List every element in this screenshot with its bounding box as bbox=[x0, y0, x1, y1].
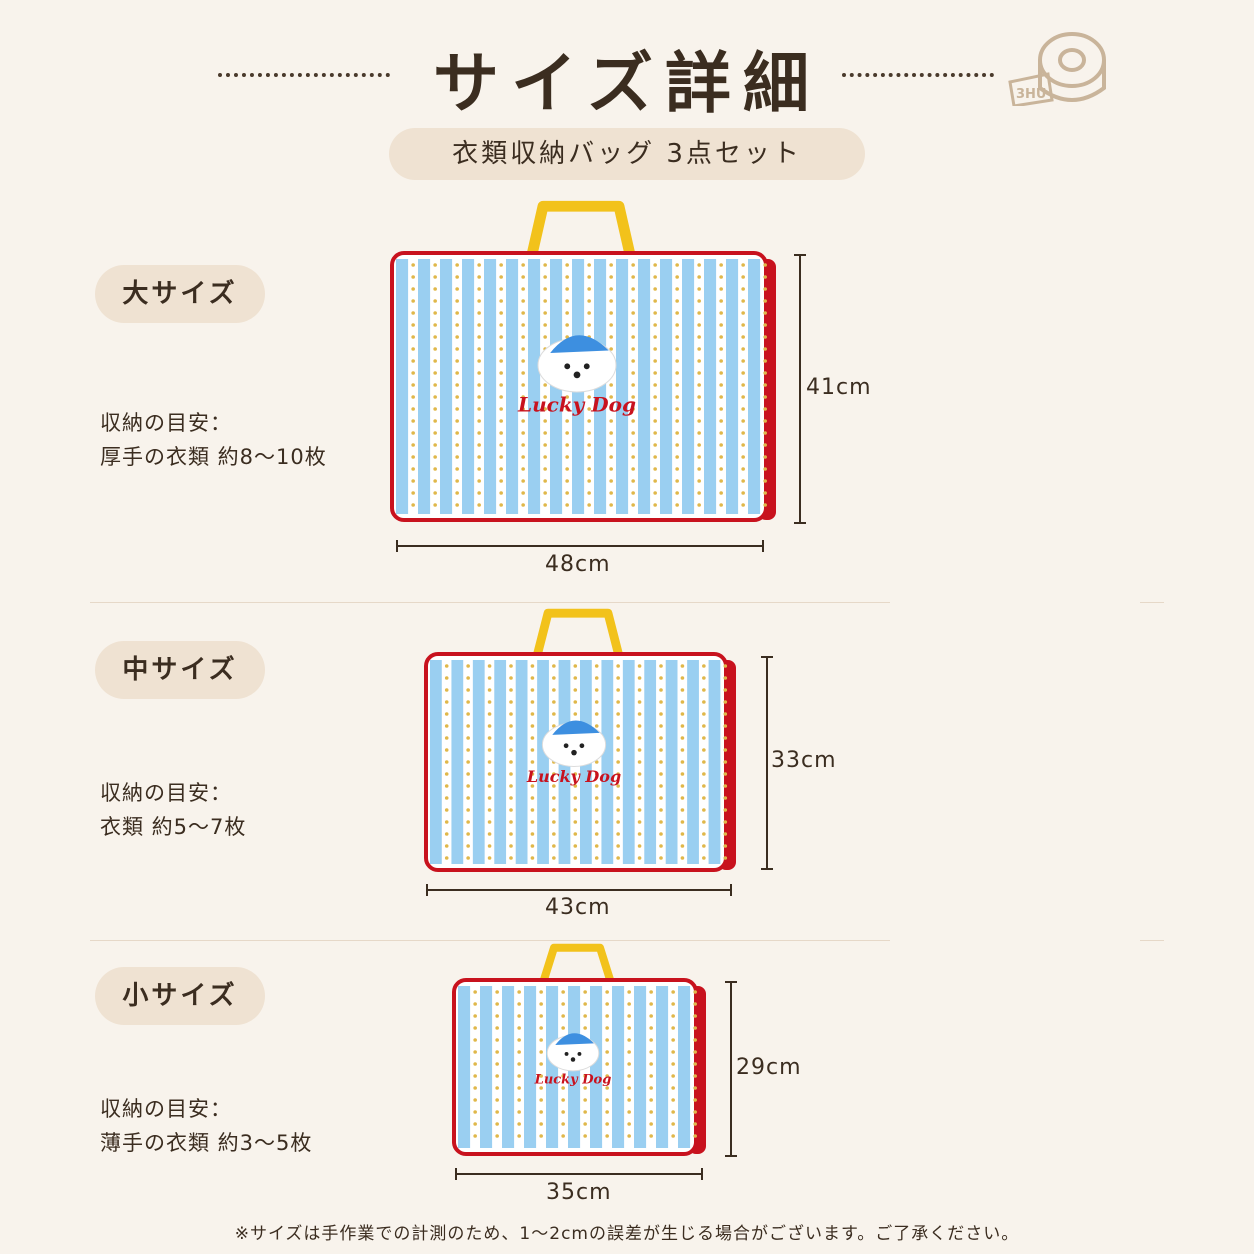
storage-guide-medium: 収納の目安： 衣類 約5〜7枚 bbox=[100, 776, 246, 844]
guide-title: 収納の目安： bbox=[100, 411, 232, 435]
height-dimension-line-small bbox=[723, 980, 739, 1158]
bag-logo-text: Lucky Dog bbox=[534, 1073, 612, 1088]
width-label-large: 48cm bbox=[545, 552, 611, 577]
height-label-small: 29cm bbox=[736, 1055, 802, 1080]
subtitle-pill: 衣類収納バッグ 3点セット bbox=[389, 128, 865, 180]
title-dotted-line-left bbox=[218, 73, 390, 77]
size-label-large: 大サイズ bbox=[95, 265, 265, 323]
footnote: ※サイズは手作業での計測のため、1〜2cmの誤差が生じる場合がございます。ご了承… bbox=[234, 1224, 1020, 1244]
section-divider bbox=[90, 602, 890, 603]
section-divider-stub bbox=[1140, 940, 1164, 941]
guide-text: 薄手の衣類 約3〜5枚 bbox=[100, 1131, 313, 1155]
width-label-small: 35cm bbox=[546, 1180, 612, 1205]
title-dotted-line-right bbox=[842, 73, 994, 77]
width-label-medium: 43cm bbox=[545, 895, 611, 920]
storage-guide-large: 収納の目安： 厚手の衣類 約8〜10枚 bbox=[100, 406, 327, 474]
storage-guide-small: 収納の目安： 薄手の衣類 約3〜5枚 bbox=[100, 1092, 312, 1160]
width-dimension-line-medium bbox=[425, 882, 733, 898]
size-label-small: 小サイズ bbox=[95, 967, 265, 1025]
height-label-large: 41cm bbox=[806, 375, 872, 400]
size-label-medium: 中サイズ bbox=[95, 641, 265, 699]
height-label-medium: 33cm bbox=[771, 748, 837, 773]
width-dimension-line-small bbox=[454, 1166, 704, 1182]
guide-text: 衣類 約5〜7枚 bbox=[100, 815, 247, 839]
width-dimension-line-large bbox=[395, 538, 765, 554]
tape-measure-icon: 3HU bbox=[1008, 30, 1108, 106]
guide-text: 厚手の衣類 約8〜10枚 bbox=[100, 445, 327, 469]
section-divider-stub bbox=[1140, 602, 1164, 603]
height-dimension-line-medium bbox=[759, 655, 775, 871]
bag-image-medium: Lucky Dog bbox=[424, 606, 740, 874]
bag-logo-text: Lucky Dog bbox=[517, 392, 636, 416]
bag-logo-text: Lucky Dog bbox=[526, 767, 621, 786]
section-divider bbox=[90, 940, 890, 941]
bag-image-large: Lucky Dog bbox=[390, 198, 780, 524]
page-title: サイズ詳細 bbox=[432, 45, 822, 122]
guide-title: 収納の目安： bbox=[100, 781, 232, 805]
bag-image-small: Lucky Dog bbox=[452, 942, 710, 1158]
height-dimension-line-large bbox=[792, 253, 808, 525]
tape-icon-label: 3HU bbox=[1016, 87, 1046, 102]
guide-title: 収納の目安： bbox=[100, 1097, 232, 1121]
